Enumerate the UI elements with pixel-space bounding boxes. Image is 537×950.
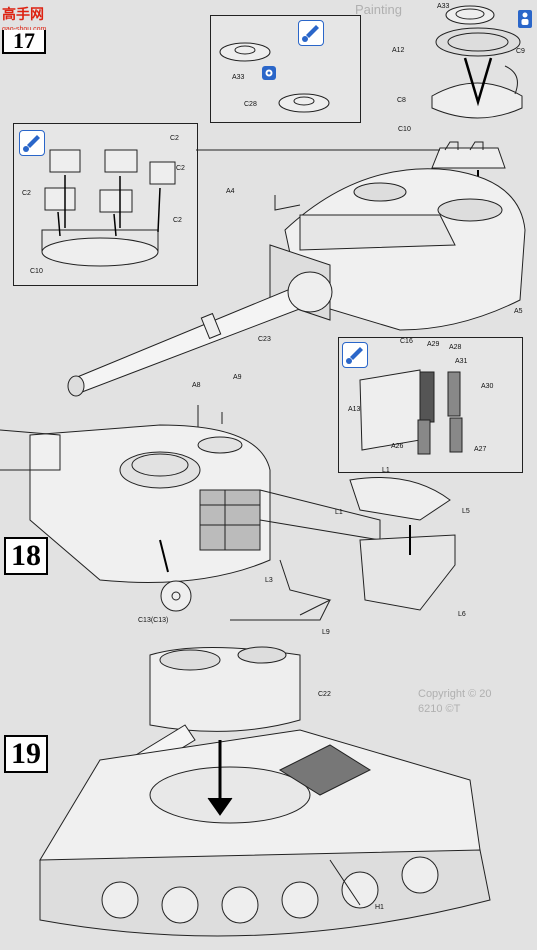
part-label: A13 xyxy=(348,406,361,413)
part-label: A9 xyxy=(233,374,242,381)
part-label: A33 xyxy=(232,74,245,81)
part-label: C13(C13) xyxy=(138,617,169,624)
part-label: L6 xyxy=(458,611,466,618)
part-label: C10 xyxy=(398,126,411,133)
part-label: L1 xyxy=(335,509,343,516)
site-logo: 高手网 xyxy=(2,7,44,23)
part-label: A33 xyxy=(437,3,450,10)
part-label: L9 xyxy=(322,629,330,636)
part-label: C2 xyxy=(173,217,182,224)
part-label: C2 xyxy=(176,165,185,172)
site-url: gao-shou.com xyxy=(2,26,46,33)
painting-watermark: Painting xyxy=(355,2,402,17)
paint-brush-icon xyxy=(342,342,368,368)
part-label: A26 xyxy=(391,443,404,450)
part-label: C9 xyxy=(516,48,525,55)
part-label: A27 xyxy=(474,446,487,453)
part-label: A12 xyxy=(392,47,405,54)
part-label: C8 xyxy=(397,97,406,104)
code-watermark: 6210 ©T xyxy=(418,703,461,715)
part-label: A8 xyxy=(192,382,201,389)
paint-brush-icon xyxy=(298,20,324,46)
glue-icon xyxy=(262,66,276,80)
part-label: L5 xyxy=(462,508,470,515)
part-label: C23 xyxy=(258,336,271,343)
part-label: A29 xyxy=(427,341,440,348)
part-label: A28 xyxy=(449,344,462,351)
part-label: A5 xyxy=(514,308,523,315)
step-number-19: 19 xyxy=(4,735,48,773)
part-label: C2 xyxy=(170,135,179,142)
part-label: H1 xyxy=(375,904,384,911)
part-label: A4 xyxy=(226,188,235,195)
part-label: A31 xyxy=(455,358,468,365)
part-label: C2 xyxy=(22,190,31,197)
person-icon xyxy=(518,10,532,28)
part-label: L3 xyxy=(265,577,273,584)
paint-brush-icon xyxy=(19,130,45,156)
part-label: C16 xyxy=(400,338,413,345)
copyright-watermark: Copyright © 20 xyxy=(418,688,492,700)
step-number-17: 17 xyxy=(2,30,46,54)
part-label: L1 xyxy=(382,467,390,474)
part-label: C22 xyxy=(318,691,331,698)
cupola-detail-callout xyxy=(210,15,361,123)
part-label: C10 xyxy=(30,268,43,275)
step-number-18: 18 xyxy=(4,537,48,575)
part-label: A30 xyxy=(481,383,494,390)
part-label: C28 xyxy=(244,101,257,108)
